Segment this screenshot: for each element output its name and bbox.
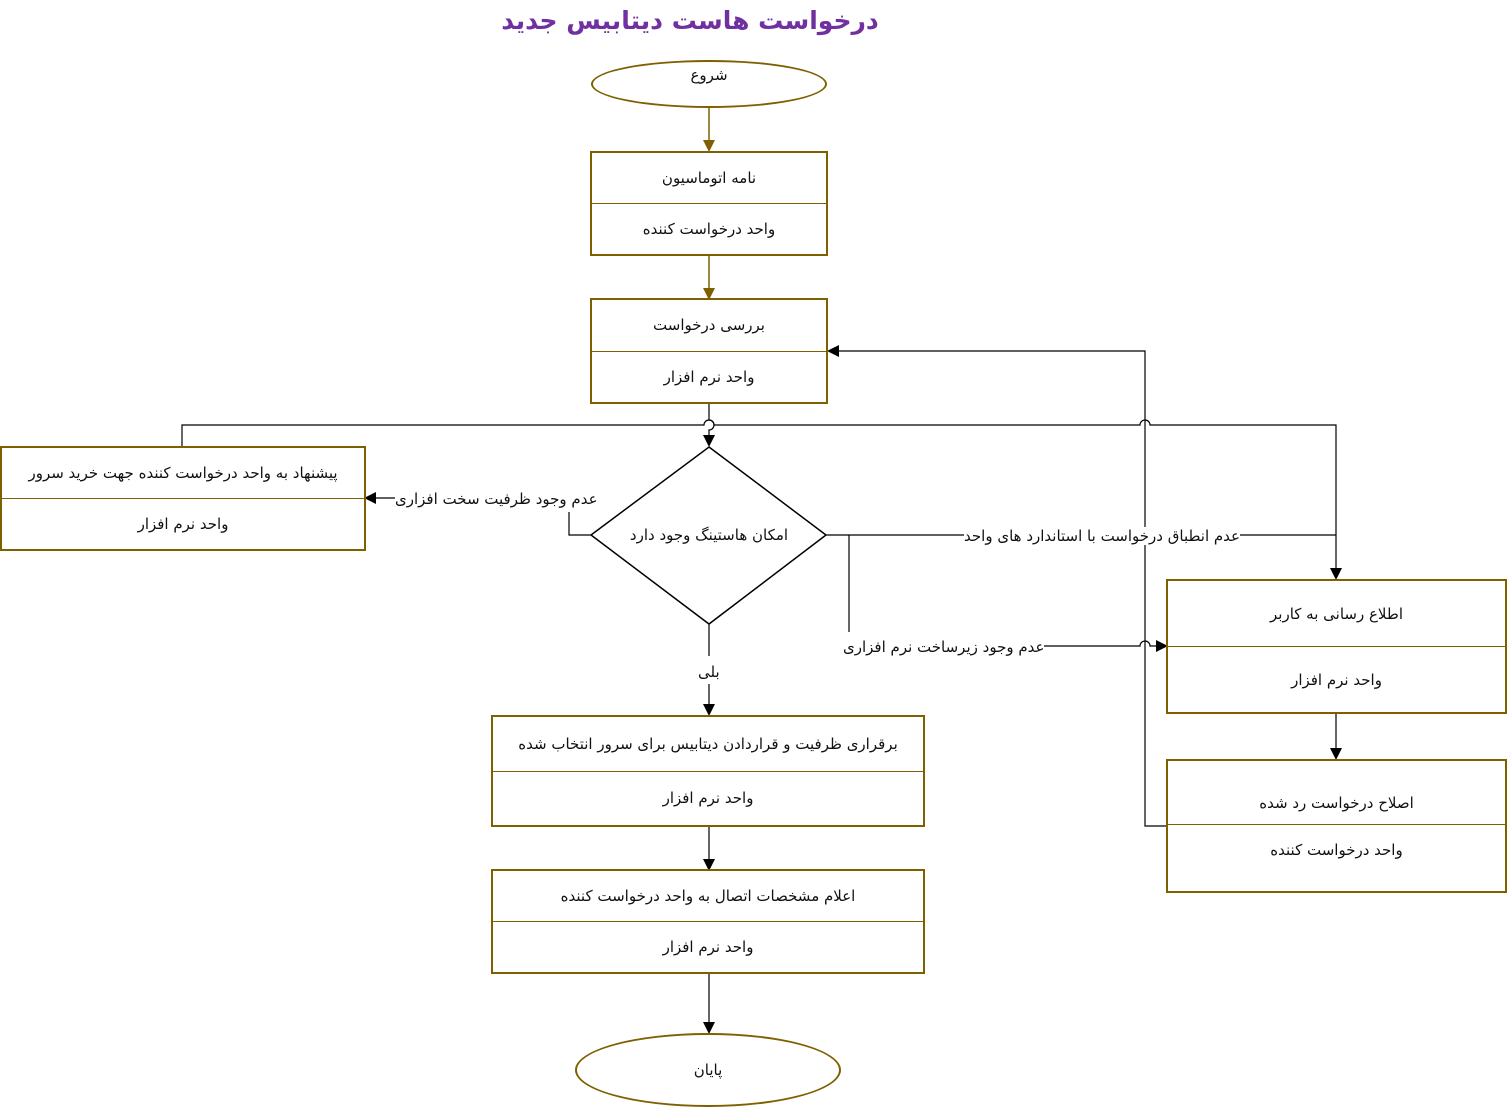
owner-label: واحد نرم افزار bbox=[137, 515, 229, 533]
start-node[interactable]: شروع bbox=[591, 60, 827, 108]
process-fix-rejected[interactable]: اصلاح درخواست رد شده واحد درخواست کننده bbox=[1166, 759, 1507, 893]
edge-no-software-infra-arrow bbox=[1040, 640, 1168, 652]
end-node[interactable]: پایان bbox=[575, 1033, 841, 1107]
start-label: شروع bbox=[690, 66, 728, 84]
process-suggest-purchase[interactable]: پیشنهاد به واحد درخواست کننده جهت خرید س… bbox=[0, 446, 366, 551]
task-label: اعلام مشخصات اتصال به واحد درخواست کننده bbox=[493, 871, 923, 922]
decision-diamond[interactable] bbox=[589, 446, 828, 625]
edge-label-non-compliance: عدم انطباق درخواست با استاندارد های واحد bbox=[964, 527, 1241, 545]
decision-label: امکان هاستینگ وجود دارد bbox=[629, 526, 789, 544]
edge-label-yes: بلی bbox=[698, 663, 720, 681]
process-allocate-capacity[interactable]: برقراری ظرفیت و قراردادن دیتابیس برای سر… bbox=[491, 715, 925, 827]
edge-top-bus bbox=[181, 419, 1342, 580]
process-review-request[interactable]: بررسی درخواست واحد نرم افزار bbox=[590, 298, 828, 404]
edge-label-no-software-infra: عدم وجود زیرساخت نرم افزاری bbox=[843, 638, 1045, 656]
task-label: اطلاع رسانی به کاربر bbox=[1168, 581, 1505, 647]
task-label: اصلاح درخواست رد شده bbox=[1168, 761, 1505, 825]
owner-label: واحد درخواست کننده bbox=[642, 220, 776, 238]
end-label: پایان bbox=[693, 1061, 723, 1079]
owner-label: واحد نرم افزار bbox=[662, 789, 754, 808]
process-automation-letter[interactable]: نامه اتوماسیون واحد درخواست کننده bbox=[590, 151, 828, 256]
diagram-title: درخواست هاست دیتابیس جدید bbox=[501, 6, 879, 35]
process-notify-user[interactable]: اطلاع رسانی به کاربر واحد نرم افزار bbox=[1166, 579, 1507, 714]
owner-label: واحد نرم افزار bbox=[663, 367, 755, 386]
process-announce-connection[interactable]: اعلام مشخصات اتصال به واحد درخواست کننده… bbox=[491, 869, 925, 974]
edge-fix-to-review bbox=[827, 345, 1167, 827]
edge-label-no-hardware: عدم وجود ظرفیت سخت افزاری bbox=[395, 490, 598, 508]
owner-label: واحد درخواست کننده bbox=[1270, 840, 1403, 859]
owner-label: واحد نرم افزار bbox=[1291, 670, 1382, 689]
task-label: پیشنهاد به واحد درخواست کننده جهت خرید س… bbox=[2, 448, 364, 499]
task-label: نامه اتوماسیون bbox=[592, 153, 826, 204]
task-label: برقراری ظرفیت و قراردادن دیتابیس برای سر… bbox=[493, 717, 923, 772]
edge-no-hardware bbox=[568, 512, 591, 536]
owner-label: واحد نرم افزار bbox=[662, 938, 754, 956]
edge-review-to-decision bbox=[703, 403, 715, 447]
task-label: بررسی درخواست bbox=[592, 300, 826, 352]
